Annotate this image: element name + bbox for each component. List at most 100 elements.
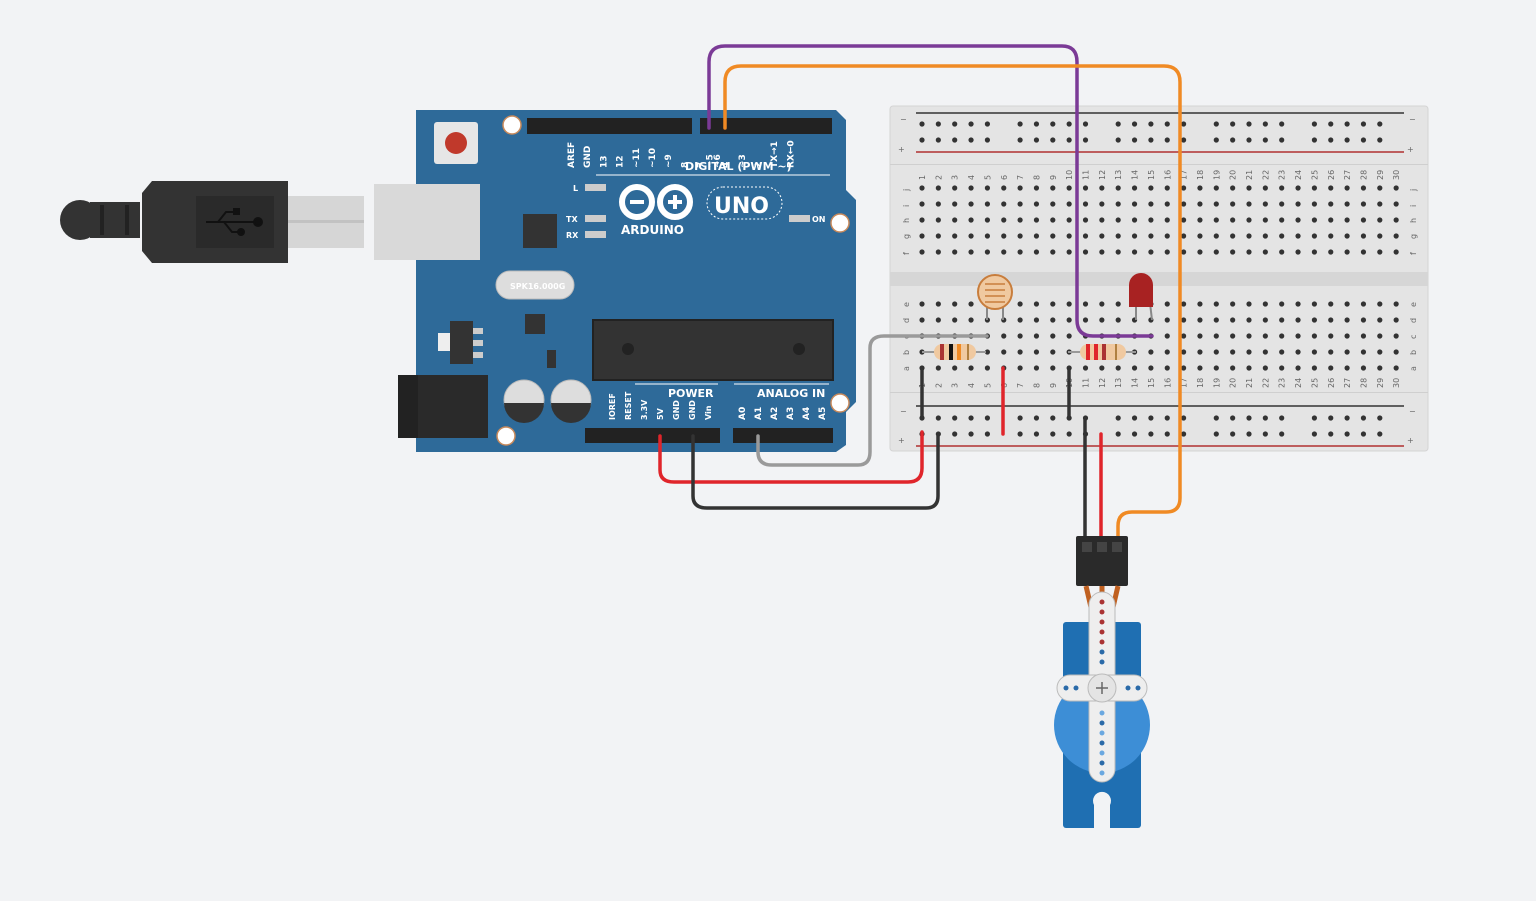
breadboard-hole[interactable] — [1246, 233, 1252, 239]
breadboard-hole[interactable] — [1148, 233, 1154, 239]
breadboard-hole[interactable] — [935, 301, 941, 307]
breadboard-hole[interactable] — [1148, 249, 1154, 255]
breadboard-hole[interactable] — [1360, 233, 1367, 239]
breadboard-hole[interactable] — [1360, 121, 1367, 127]
breadboard-hole[interactable] — [1197, 333, 1203, 339]
breadboard-hole[interactable] — [1279, 349, 1285, 355]
breadboard-hole[interactable] — [1344, 333, 1350, 339]
breadboard-hole[interactable] — [1311, 185, 1317, 191]
breadboard-hole[interactable] — [1328, 415, 1334, 421]
servo-horn[interactable] — [1056, 591, 1148, 783]
breadboard-hole[interactable] — [1115, 137, 1121, 143]
breadboard-hole[interactable] — [1181, 217, 1187, 223]
breadboard-hole[interactable] — [1115, 317, 1121, 323]
breadboard-hole[interactable] — [1213, 185, 1219, 191]
breadboard-hole[interactable] — [952, 233, 958, 239]
breadboard-hole[interactable] — [1213, 121, 1219, 127]
breadboard-hole[interactable] — [1262, 233, 1268, 239]
breadboard-hole[interactable] — [1197, 349, 1203, 355]
breadboard-hole[interactable] — [1295, 317, 1301, 323]
breadboard-hole[interactable] — [1262, 365, 1268, 371]
breadboard-hole[interactable] — [1344, 349, 1350, 355]
breadboard-hole[interactable] — [1213, 249, 1219, 255]
breadboard-hole[interactable] — [1148, 201, 1154, 207]
breadboard-hole[interactable] — [1230, 233, 1236, 239]
breadboard-hole[interactable] — [1099, 201, 1105, 207]
breadboard-hole[interactable] — [1230, 301, 1236, 307]
breadboard-hole[interactable] — [1131, 415, 1138, 421]
breadboard-hole[interactable] — [1311, 349, 1317, 355]
breadboard-hole[interactable] — [1311, 121, 1317, 127]
breadboard-hole[interactable] — [1050, 317, 1056, 323]
breadboard-hole[interactable] — [1066, 333, 1072, 339]
breadboard-hole[interactable] — [935, 317, 941, 323]
breadboard-hole[interactable] — [1050, 349, 1056, 355]
breadboard-hole[interactable] — [1001, 201, 1007, 207]
breadboard-hole[interactable] — [1197, 201, 1203, 207]
breadboard-hole[interactable] — [1082, 301, 1089, 307]
breadboard-hole[interactable] — [919, 233, 925, 239]
breadboard-hole[interactable] — [1246, 201, 1252, 207]
breadboard-hole[interactable] — [1262, 121, 1268, 127]
breadboard-hole[interactable] — [1377, 121, 1383, 127]
breadboard-hole[interactable] — [968, 317, 974, 323]
breadboard-hole[interactable] — [1377, 415, 1383, 421]
breadboard-hole[interactable] — [1148, 121, 1154, 127]
breadboard-hole[interactable] — [1131, 185, 1138, 191]
breadboard-hole[interactable] — [1262, 249, 1268, 255]
breadboard-hole[interactable] — [1377, 185, 1383, 191]
breadboard-hole[interactable] — [1295, 201, 1301, 207]
breadboard-hole[interactable] — [1311, 333, 1317, 339]
breadboard-hole[interactable] — [1017, 333, 1023, 339]
breadboard-hole[interactable] — [1311, 217, 1317, 223]
breadboard-hole[interactable] — [919, 185, 925, 191]
breadboard-hole[interactable] — [1328, 137, 1334, 143]
breadboard-hole[interactable] — [1311, 415, 1317, 421]
breadboard-hole[interactable] — [1279, 217, 1285, 223]
breadboard-hole[interactable] — [1344, 201, 1350, 207]
breadboard-hole[interactable] — [1181, 431, 1187, 437]
breadboard-hole[interactable] — [1360, 301, 1367, 307]
breadboard-hole[interactable] — [1181, 185, 1187, 191]
breadboard-hole[interactable] — [1115, 249, 1121, 255]
breadboard-hole[interactable] — [1230, 137, 1236, 143]
breadboard-hole[interactable] — [1181, 233, 1187, 239]
breadboard-hole[interactable] — [1017, 301, 1023, 307]
breadboard-hole[interactable] — [1279, 137, 1285, 143]
breadboard-hole[interactable] — [1017, 233, 1023, 239]
breadboard-hole[interactable] — [1197, 301, 1203, 307]
breadboard-hole[interactable] — [1148, 185, 1154, 191]
breadboard-hole[interactable] — [1050, 201, 1056, 207]
breadboard-hole[interactable] — [984, 185, 991, 191]
breadboard-hole[interactable] — [1246, 317, 1252, 323]
breadboard-hole[interactable] — [1001, 233, 1007, 239]
breadboard-hole[interactable] — [1017, 121, 1023, 127]
breadboard-hole[interactable] — [1393, 349, 1399, 355]
breadboard-hole[interactable] — [968, 233, 974, 239]
breadboard-hole[interactable] — [1197, 249, 1203, 255]
breadboard-hole[interactable] — [1164, 233, 1170, 239]
breadboard-hole[interactable] — [1033, 333, 1040, 339]
breadboard-hole[interactable] — [1197, 217, 1203, 223]
breadboard-hole[interactable] — [1099, 301, 1105, 307]
breadboard-hole[interactable] — [1164, 137, 1170, 143]
breadboard-hole[interactable] — [1377, 137, 1383, 143]
breadboard-hole[interactable] — [1230, 317, 1236, 323]
breadboard-hole[interactable] — [1099, 249, 1105, 255]
breadboard-hole[interactable] — [1377, 201, 1383, 207]
breadboard-hole[interactable] — [1001, 349, 1007, 355]
breadboard-hole[interactable] — [1099, 217, 1105, 223]
breadboard-hole[interactable] — [1033, 249, 1040, 255]
wire-purple[interactable] — [707, 44, 1154, 338]
breadboard-hole[interactable] — [1181, 201, 1187, 207]
usb-cable[interactable] — [60, 181, 364, 263]
breadboard-hole[interactable] — [935, 415, 941, 421]
breadboard-hole[interactable] — [1344, 431, 1350, 437]
breadboard-hole[interactable] — [952, 301, 958, 307]
breadboard-hole[interactable] — [1115, 217, 1121, 223]
breadboard-hole[interactable] — [1328, 317, 1334, 323]
breadboard-hole[interactable] — [1066, 301, 1072, 307]
breadboard-hole[interactable] — [1115, 121, 1121, 127]
breadboard-hole[interactable] — [1164, 333, 1170, 339]
reset-button[interactable] — [434, 122, 478, 164]
